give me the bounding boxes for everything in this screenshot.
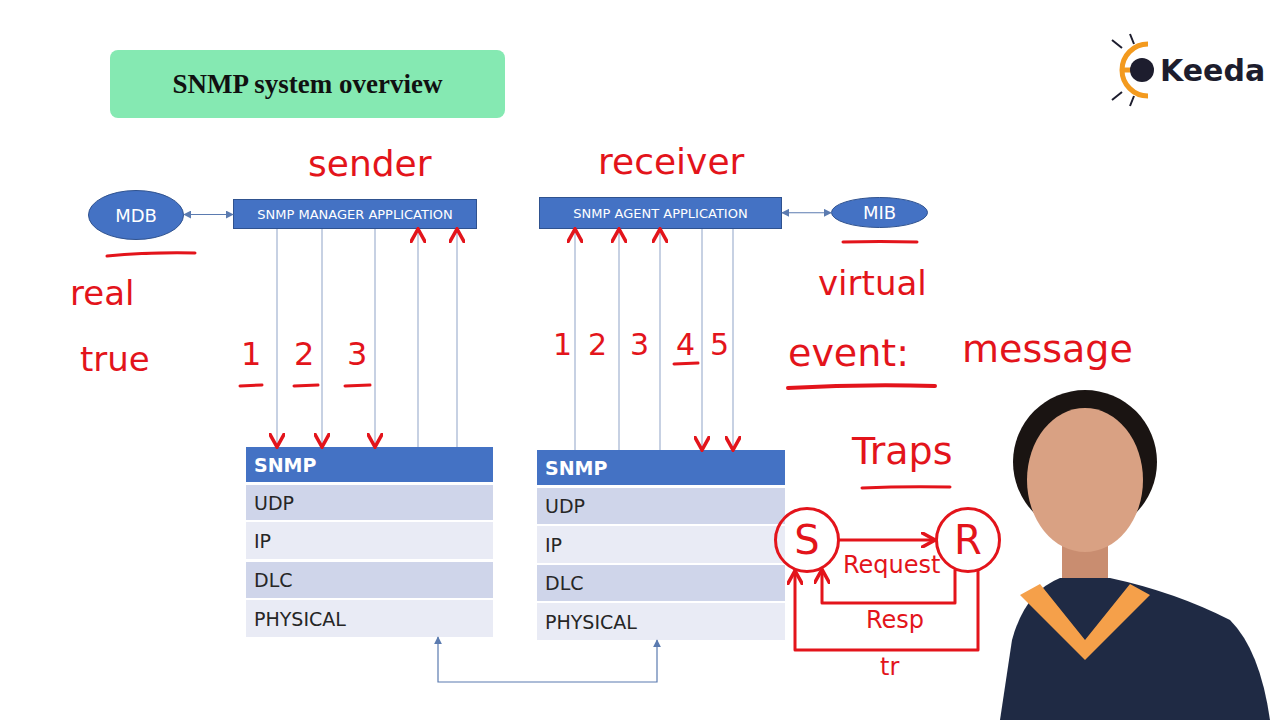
connector: [375, 229, 376, 447]
protocol-layer: SNMP: [246, 447, 493, 482]
node-label: UDP: [545, 495, 585, 517]
receiver-circle: R: [935, 507, 1001, 573]
handwritten-note: real: [70, 276, 134, 310]
connector: [457, 229, 458, 447]
connector: [619, 229, 620, 450]
presenter-face: [1027, 408, 1143, 552]
node-ellipse: [776, 509, 839, 572]
edge-label: Request: [843, 553, 941, 577]
callout-number: 2: [294, 338, 314, 370]
underline-mark: [862, 487, 950, 488]
node-label: MIB: [863, 202, 896, 223]
application-box: SNMP MANAGER APPLICATION: [233, 199, 477, 229]
logo-dot: [1130, 58, 1154, 82]
underline-mark: [240, 385, 262, 386]
handwritten-note: message: [962, 330, 1133, 368]
callout-number: 2: [588, 330, 607, 360]
callout-number: 1: [241, 338, 261, 370]
node-label: SNMP MANAGER APPLICATION: [257, 207, 452, 222]
connector: [418, 229, 419, 447]
protocol-layer: UDP: [246, 485, 493, 520]
role-note: receiver: [598, 144, 744, 180]
connector: [438, 637, 657, 682]
node-label: IP: [545, 534, 562, 556]
protocol-layer: SNMP: [537, 450, 785, 485]
protocol-layer: UDP: [537, 488, 785, 524]
handwritten-note: virtual: [818, 266, 927, 300]
node-label: UDP: [254, 492, 294, 514]
edge-label: tr: [880, 655, 899, 679]
connector: [733, 229, 734, 450]
role-note: sender: [308, 146, 432, 182]
diagram-title: SNMP system overview: [173, 69, 443, 100]
brand-logo-mark: [1112, 34, 1154, 106]
underline-mark: [107, 253, 195, 256]
connector: [322, 229, 323, 447]
protocol-layer: IP: [537, 526, 785, 563]
underline-mark: [788, 385, 935, 388]
presenter-shirt: [1000, 578, 1270, 720]
node-label: DLC: [254, 569, 292, 591]
handwritten-note: true: [80, 342, 150, 376]
connector: [782, 212, 831, 213]
node-ellipse: [832, 198, 928, 228]
title-banner: SNMP system overview: [110, 50, 505, 118]
node-label: IP: [254, 530, 271, 552]
handwritten-note: event:: [788, 334, 909, 372]
callout-number: 3: [347, 338, 367, 370]
callout-number: 4: [676, 330, 695, 360]
node-label: SNMP: [254, 454, 316, 476]
underline-mark: [294, 385, 318, 386]
brand-logo: Keeda: [1160, 56, 1265, 86]
node-ellipse: [937, 509, 1000, 572]
node-label: R: [954, 517, 982, 563]
callout-number: 3: [630, 330, 649, 360]
connector: [660, 229, 661, 450]
protocol-layer: DLC: [246, 562, 493, 598]
handwritten-note: Traps: [852, 432, 952, 470]
connector: [702, 229, 703, 450]
protocol-layer: PHYSICAL: [537, 603, 785, 640]
node-label: DLC: [545, 572, 583, 594]
underline-mark: [345, 385, 370, 386]
underline-mark: [674, 363, 698, 364]
connector: [277, 229, 278, 447]
node-label: MDB: [115, 205, 157, 226]
connector: [575, 229, 576, 450]
protocol-layer: DLC: [537, 565, 785, 601]
underline-mark: [843, 240, 917, 244]
node-label: PHYSICAL: [254, 608, 346, 630]
node-ellipse: [89, 191, 184, 240]
connector: [795, 571, 978, 650]
sender-circle: S: [774, 507, 840, 573]
logo-legs: [1112, 34, 1134, 106]
node-label: PHYSICAL: [545, 611, 637, 633]
mib-oval: MIB: [831, 197, 928, 228]
edge-label: Resp: [866, 608, 924, 632]
protocol-layer: PHYSICAL: [246, 600, 493, 637]
database-oval: MDB: [88, 190, 184, 240]
connector: [184, 214, 233, 215]
presenter-collar: [1020, 584, 1150, 660]
callout-number: 5: [710, 330, 729, 360]
node-label: S: [794, 517, 819, 563]
protocol-layer: IP: [246, 522, 493, 559]
node-label: SNMP AGENT APPLICATION: [573, 206, 747, 221]
callout-number: 1: [553, 330, 572, 360]
connector: [840, 539, 935, 542]
application-box: SNMP AGENT APPLICATION: [539, 197, 782, 229]
node-label: SNMP: [545, 457, 607, 479]
